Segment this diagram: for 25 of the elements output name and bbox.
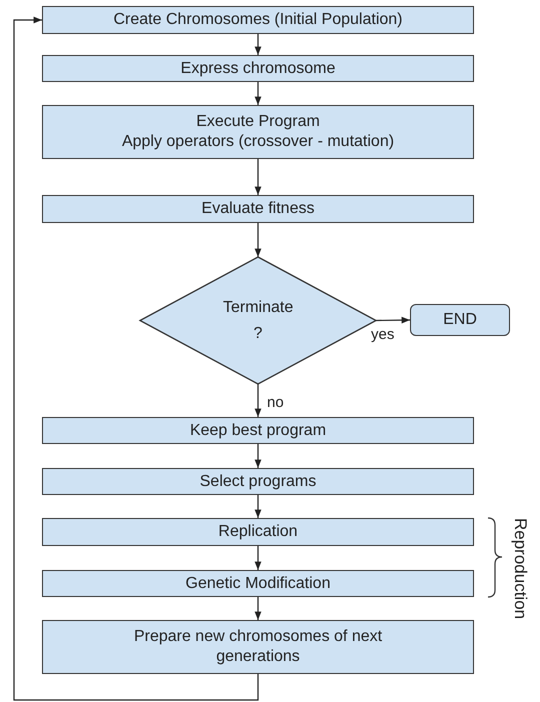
node-label: Terminate ? bbox=[223, 298, 293, 344]
arrow bbox=[254, 82, 262, 105]
arrow bbox=[254, 495, 262, 518]
arrow bbox=[254, 34, 262, 55]
arrow bbox=[254, 384, 262, 417]
process-box: Create Chromosomes (Initial Population) bbox=[42, 6, 474, 34]
process-box: Keep best program bbox=[42, 417, 474, 444]
process-box: Prepare new chromosomes of next generations bbox=[42, 620, 474, 674]
process-box: Express chromosome bbox=[42, 55, 474, 82]
group-label: Reproduction bbox=[510, 518, 530, 620]
arrow bbox=[254, 159, 262, 195]
arrow bbox=[254, 444, 262, 468]
terminal-box: END bbox=[410, 304, 510, 336]
node-label: Apply operators (crossover - mutation) bbox=[122, 132, 394, 152]
process-box: Evaluate fitness bbox=[42, 195, 474, 223]
process-box bbox=[42, 105, 474, 159]
process-box: Select programs bbox=[42, 468, 474, 495]
process-box: Replication bbox=[42, 518, 474, 546]
process-box: Genetic Modification bbox=[42, 570, 474, 597]
arrow bbox=[376, 316, 410, 324]
arrow bbox=[254, 223, 262, 257]
arrow bbox=[254, 546, 262, 570]
node-label: Execute Program bbox=[196, 112, 320, 132]
arrow bbox=[254, 597, 262, 620]
arrow bbox=[13, 16, 259, 701]
